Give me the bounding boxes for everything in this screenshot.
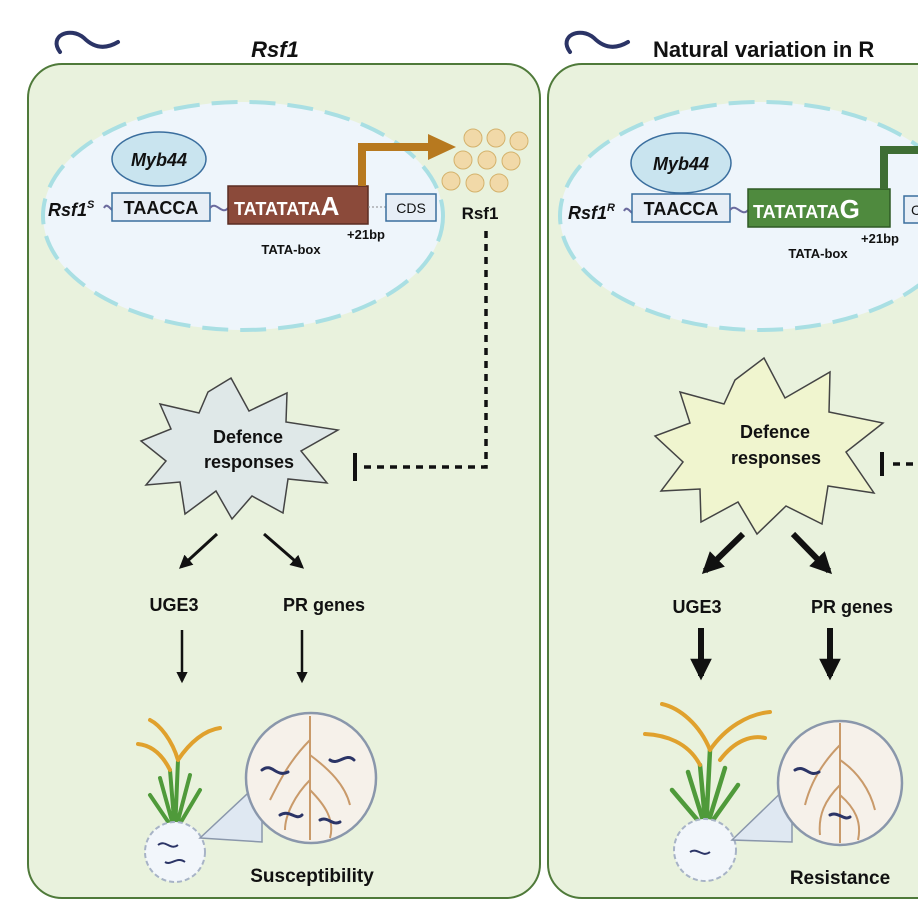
tata-sequence: TATATATAA xyxy=(234,191,340,221)
motif-box xyxy=(111,192,211,222)
arrow-to-uge3 xyxy=(701,531,746,575)
rsf1-protein-dots xyxy=(441,128,529,193)
dna-strand xyxy=(729,206,749,214)
motif-label: TAACCA xyxy=(124,198,199,218)
cds-label: C xyxy=(911,202,918,218)
panel-title: Natural variation in R xyxy=(653,37,874,62)
offset-label: +21bp xyxy=(861,231,899,246)
allele-label: Rsf1S xyxy=(48,199,95,220)
inhibition-line xyxy=(360,231,488,469)
pr-label: PR genes xyxy=(283,595,365,615)
motif-box xyxy=(631,193,731,223)
cds-label: CDS xyxy=(396,200,426,216)
rice-plant-icon xyxy=(136,718,222,883)
cds-box xyxy=(903,195,918,224)
tata-box-label: TATA-box xyxy=(261,242,321,257)
arrow-to-uge3 xyxy=(179,532,219,569)
tata-box xyxy=(227,185,369,225)
outcome-label: Susceptibility xyxy=(250,866,374,887)
root-magnifier-icon xyxy=(776,719,904,847)
root-magnifier-icon xyxy=(244,711,378,845)
allele-label: Rsf1R xyxy=(568,202,615,223)
defence-starburst xyxy=(139,376,341,521)
myb44-label: Myb44 xyxy=(131,150,187,170)
tata-box xyxy=(747,188,891,228)
transcription-arrow xyxy=(880,146,918,189)
myb44-protein xyxy=(630,132,732,194)
pr-label: PR genes xyxy=(811,597,893,617)
tata-box-label: TATA-box xyxy=(788,246,848,261)
motif-label: TAACCA xyxy=(644,199,719,219)
arrow-to-pr xyxy=(263,532,305,569)
panel-title: Rsf1 xyxy=(251,37,299,62)
panel-susceptible: Rsf1 Myb44 Rsf1S TAACCA TATATATAA CDS +2… xyxy=(27,30,541,899)
defence-starburst xyxy=(653,356,885,536)
panel-resistant: Natural variation in R Myb44 Rsf1R TAACC… xyxy=(547,30,918,899)
transcription-arrow xyxy=(358,143,430,186)
protein-label: Rsf1 xyxy=(462,204,499,223)
nematode-icon xyxy=(54,30,120,54)
outcome-label: Resistance xyxy=(790,868,890,889)
defence-line1: Defence xyxy=(740,422,810,442)
defence-line2: responses xyxy=(204,452,294,472)
dna-strand xyxy=(209,204,229,212)
defence-line2: responses xyxy=(731,448,821,468)
uge3-label: UGE3 xyxy=(149,595,198,615)
defence-line1: Defence xyxy=(213,427,283,447)
transcription-arrow-head xyxy=(428,134,456,160)
arrow-to-pr xyxy=(790,531,833,575)
nematode-icon xyxy=(564,30,630,54)
rice-plant-icon xyxy=(643,702,772,882)
myb44-label: Myb44 xyxy=(653,154,709,174)
myb44-protein xyxy=(111,131,207,187)
cds-box xyxy=(385,193,437,222)
tata-sequence: TATATATAG xyxy=(753,194,860,224)
uge3-label: UGE3 xyxy=(672,597,721,617)
offset-label: +21bp xyxy=(347,227,385,242)
